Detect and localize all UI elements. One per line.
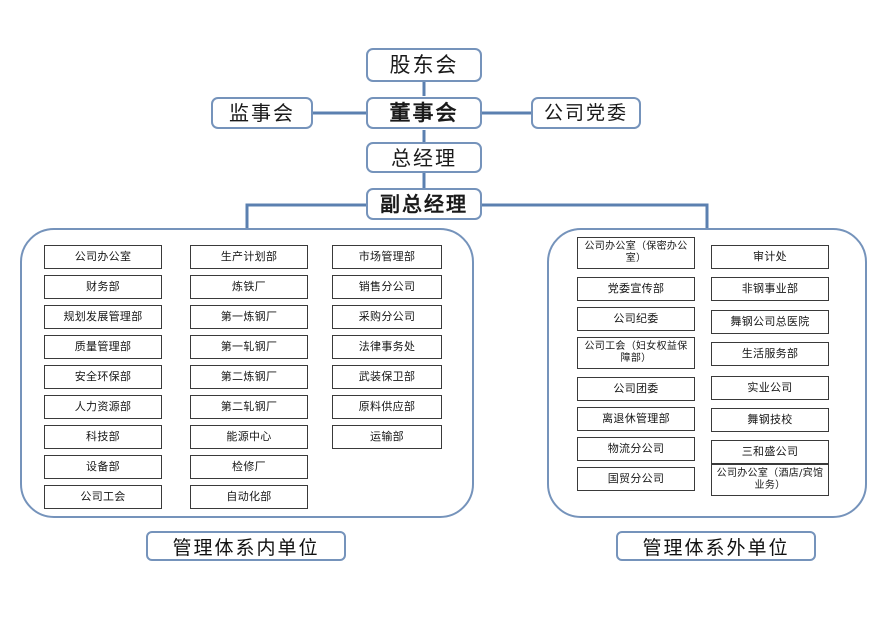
node-general-manager[interactable]: 总经理 (366, 142, 482, 173)
caption-internal-label: 管理体系内单位 (172, 536, 320, 559)
leaf-internal-1-6[interactable]: 人力资源部 (44, 395, 162, 419)
leaf-internal-1-9[interactable]: 公司工会 (44, 485, 162, 509)
leaf-internal-3-2[interactable]: 销售分公司 (332, 275, 442, 299)
leaf-label: 销售分公司 (358, 279, 416, 293)
leaf-internal-1-2[interactable]: 财务部 (44, 275, 162, 299)
leaf-label: 国贸分公司 (607, 471, 665, 485)
leaf-label: 检修厂 (232, 459, 266, 473)
leaf-label: 离退休管理部 (602, 411, 670, 425)
leaf-label: 科技部 (86, 429, 120, 443)
leaf-label: 设备部 (86, 459, 120, 473)
leaf-external-2-2[interactable]: 非钢事业部 (711, 277, 829, 301)
leaf-external-2-3[interactable]: 舞钢公司总医院 (711, 310, 829, 334)
leaf-internal-1-5[interactable]: 安全环保部 (44, 365, 162, 389)
leaf-external-1-7[interactable]: 物流分公司 (577, 437, 695, 461)
leaf-internal-3-1[interactable]: 市场管理部 (332, 245, 442, 269)
node-party-committee[interactable]: 公司党委 (531, 97, 641, 129)
leaf-internal-3-6[interactable]: 原料供应部 (332, 395, 442, 419)
leaf-label: 能源中心 (226, 429, 272, 443)
leaf-label: 物流分公司 (607, 441, 665, 455)
leaf-label: 第一轧钢厂 (220, 339, 278, 353)
leaf-label: 炼铁厂 (232, 279, 266, 293)
leaf-label: 舞钢技校 (747, 412, 793, 426)
node-general-manager-label: 总经理 (391, 145, 457, 170)
leaf-label: 原料供应部 (358, 399, 416, 413)
leaf-external-1-6[interactable]: 离退休管理部 (577, 407, 695, 431)
leaf-label: 生活服务部 (741, 346, 799, 360)
caption-internal: 管理体系内单位 (146, 531, 346, 561)
leaf-internal-2-4[interactable]: 第一轧钢厂 (190, 335, 308, 359)
leaf-external-1-3[interactable]: 公司纪委 (577, 307, 695, 331)
leaf-label: 审计处 (753, 249, 787, 263)
leaf-label: 党委宣传部 (607, 281, 665, 295)
node-deputy-general-manager-label: 副总经理 (380, 192, 468, 216)
leaf-label: 安全环保部 (74, 369, 132, 383)
caption-external: 管理体系外单位 (616, 531, 816, 561)
leaf-label: 非钢事业部 (741, 281, 799, 295)
leaf-external-2-5[interactable]: 实业公司 (711, 376, 829, 400)
leaf-internal-1-4[interactable]: 质量管理部 (44, 335, 162, 359)
leaf-external-1-2[interactable]: 党委宣传部 (577, 277, 695, 301)
leaf-external-2-1[interactable]: 审计处 (711, 245, 829, 269)
leaf-internal-3-4[interactable]: 法律事务处 (332, 335, 442, 359)
leaf-label: 生产计划部 (220, 249, 278, 263)
leaf-label: 公司团委 (613, 381, 659, 395)
leaf-label: 采购分公司 (358, 309, 416, 323)
leaf-label: 规划发展管理部 (63, 309, 143, 323)
node-party-committee-label: 公司党委 (543, 101, 628, 124)
leaf-label: 运输部 (370, 429, 404, 443)
leaf-label: 法律事务处 (358, 339, 416, 353)
caption-external-label: 管理体系外单位 (642, 536, 790, 559)
leaf-label: 公司办公室（保密办公室） (584, 241, 688, 264)
leaf-internal-2-1[interactable]: 生产计划部 (190, 245, 308, 269)
leaf-internal-3-7[interactable]: 运输部 (332, 425, 442, 449)
node-supervisors-label: 监事会 (229, 101, 295, 125)
node-shareholders[interactable]: 股东会 (366, 48, 482, 82)
leaf-external-2-8[interactable]: 公司办公室（酒店/宾馆业务） (711, 464, 829, 496)
leaf-label: 武装保卫部 (358, 369, 416, 383)
leaf-internal-3-3[interactable]: 采购分公司 (332, 305, 442, 329)
node-shareholders-label: 股东会 (389, 52, 459, 77)
leaf-internal-3-5[interactable]: 武装保卫部 (332, 365, 442, 389)
leaf-internal-2-2[interactable]: 炼铁厂 (190, 275, 308, 299)
leaf-label: 质量管理部 (74, 339, 132, 353)
leaf-label: 市场管理部 (358, 249, 416, 263)
leaf-external-2-4[interactable]: 生活服务部 (711, 342, 829, 366)
node-supervisors[interactable]: 监事会 (211, 97, 313, 129)
leaf-internal-1-8[interactable]: 设备部 (44, 455, 162, 479)
leaf-internal-2-3[interactable]: 第一炼钢厂 (190, 305, 308, 329)
leaf-internal-2-5[interactable]: 第二炼钢厂 (190, 365, 308, 389)
leaf-external-1-5[interactable]: 公司团委 (577, 377, 695, 401)
leaf-internal-2-7[interactable]: 能源中心 (190, 425, 308, 449)
leaf-label: 第一炼钢厂 (220, 309, 278, 323)
leaf-label: 公司办公室（酒店/宾馆业务） (716, 468, 824, 491)
leaf-label: 实业公司 (747, 380, 793, 394)
leaf-external-2-6[interactable]: 舞钢技校 (711, 408, 829, 432)
leaf-external-1-4[interactable]: 公司工会（妇女权益保障部） (577, 337, 695, 369)
leaf-internal-1-7[interactable]: 科技部 (44, 425, 162, 449)
leaf-internal-1-3[interactable]: 规划发展管理部 (44, 305, 162, 329)
leaf-label: 公司工会（妇女权益保障部） (584, 341, 688, 364)
leaf-label: 第二轧钢厂 (220, 399, 278, 413)
leaf-label: 第二炼钢厂 (220, 369, 278, 383)
node-board-label: 董事会 (389, 100, 459, 125)
leaf-label: 公司办公室 (74, 249, 132, 263)
leaf-label: 三和盛公司 (741, 444, 799, 458)
leaf-internal-2-6[interactable]: 第二轧钢厂 (190, 395, 308, 419)
leaf-external-1-1[interactable]: 公司办公室（保密办公室） (577, 237, 695, 269)
node-deputy-general-manager[interactable]: 副总经理 (366, 188, 482, 220)
leaf-label: 自动化部 (226, 489, 272, 503)
leaf-internal-2-9[interactable]: 自动化部 (190, 485, 308, 509)
leaf-internal-1-1[interactable]: 公司办公室 (44, 245, 162, 269)
leaf-external-2-7[interactable]: 三和盛公司 (711, 440, 829, 464)
leaf-label: 公司工会 (80, 489, 126, 503)
leaf-label: 财务部 (86, 279, 120, 293)
leaf-internal-2-8[interactable]: 检修厂 (190, 455, 308, 479)
leaf-label: 舞钢公司总医院 (730, 314, 810, 328)
node-board[interactable]: 董事会 (366, 97, 482, 129)
leaf-label: 人力资源部 (74, 399, 132, 413)
leaf-label: 公司纪委 (613, 311, 659, 325)
leaf-external-1-8[interactable]: 国贸分公司 (577, 467, 695, 491)
